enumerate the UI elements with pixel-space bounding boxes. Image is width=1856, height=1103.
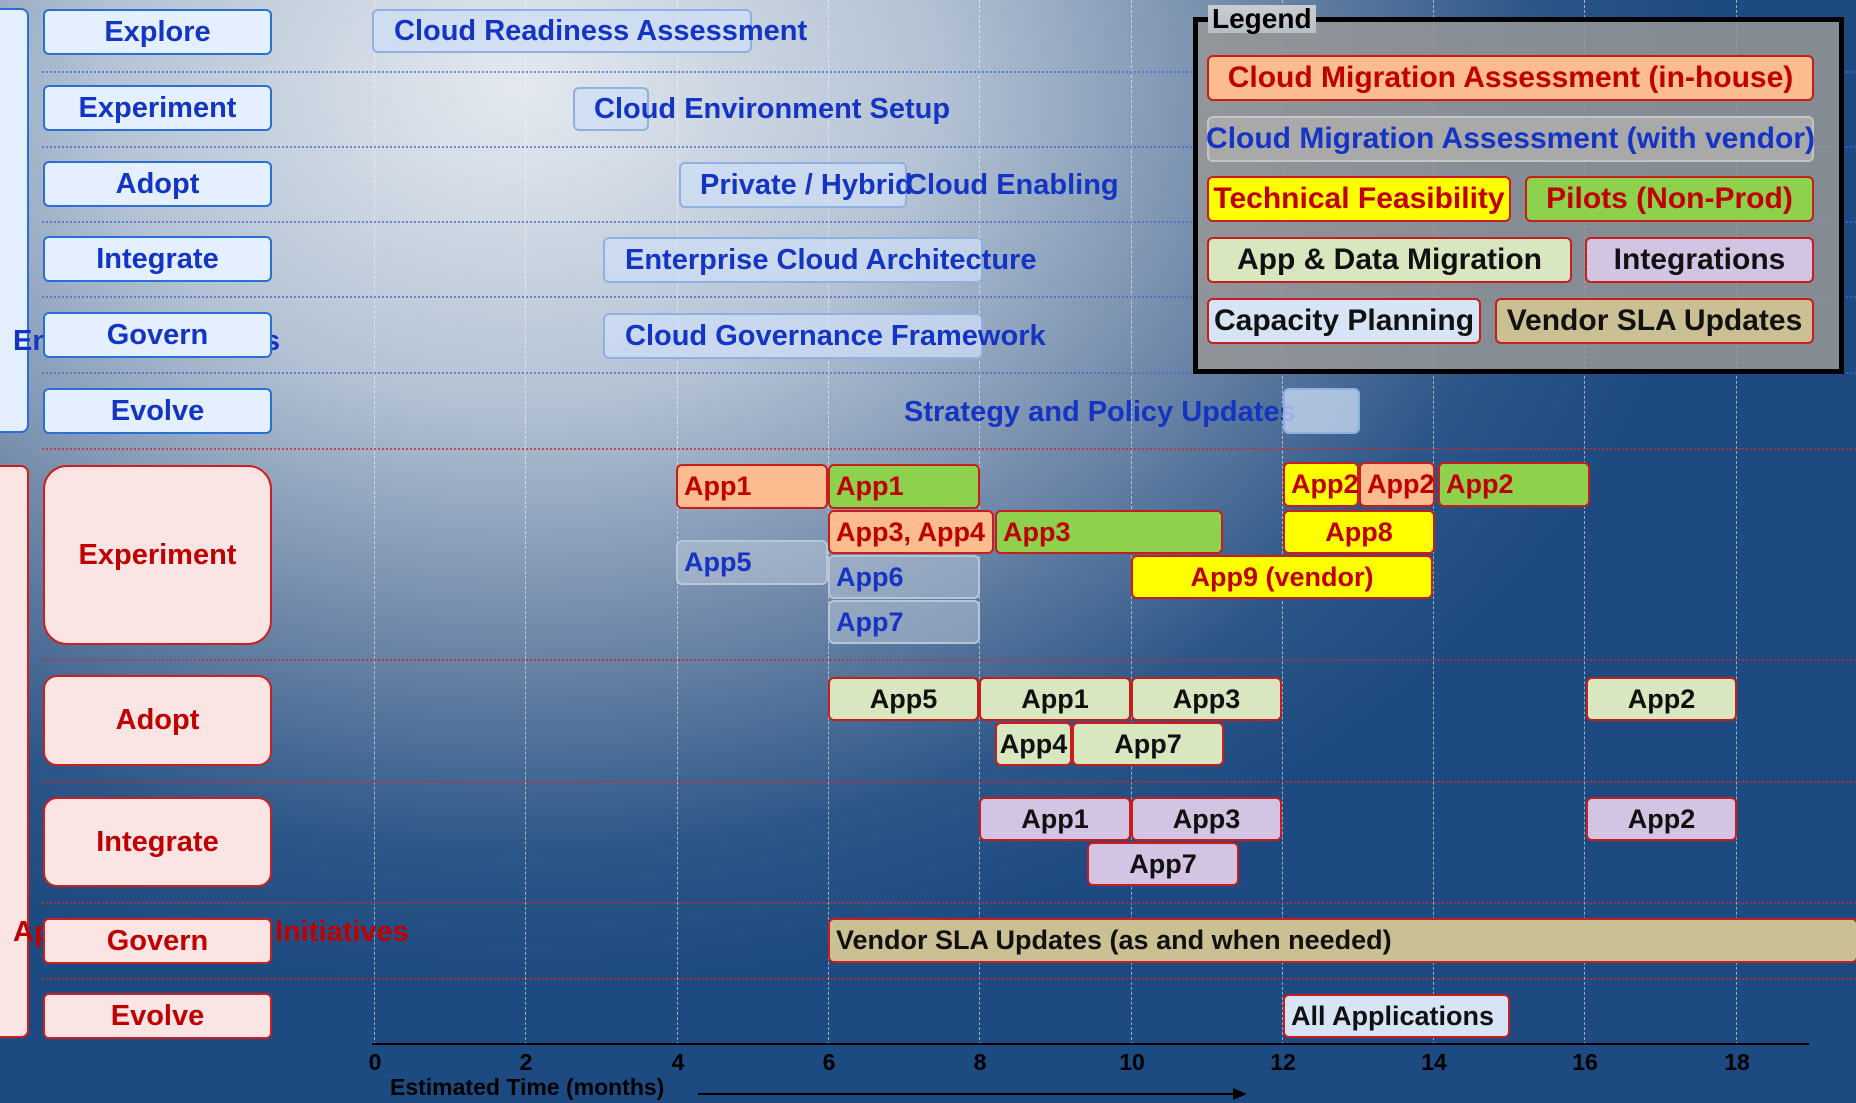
category-evolve: Evolve — [43, 388, 272, 434]
bar-exp-app5-vendor-assessment: App5 — [676, 540, 828, 585]
bar-exp-app2-pilot: App2 — [1438, 462, 1590, 507]
category-adopt: Adopt — [43, 161, 272, 207]
time-arrow — [698, 1088, 1247, 1100]
bar-exp-app2-assessment: App2 — [1359, 462, 1435, 507]
tick-label: 12 — [1270, 1049, 1296, 1075]
category-app-experiment: Experiment — [43, 465, 272, 645]
category-app-adopt: Adopt — [43, 675, 272, 766]
gridline-4 — [677, 0, 678, 1045]
group-label-initiatives: Initiatives — [275, 916, 409, 948]
bar-exp-app2-feasibility: App2 — [1283, 462, 1359, 507]
row-separator — [42, 71, 1856, 73]
bar-exp-app6-vendor-assessment: App6 — [828, 555, 980, 599]
tick-label: 6 — [822, 1049, 836, 1075]
bar-exp-app1-pilot: App1 — [828, 464, 980, 509]
legend-technical-feasibility: Technical Feasibility — [1207, 176, 1511, 222]
tick-label: 10 — [1119, 1049, 1145, 1075]
row-separator — [42, 372, 1856, 374]
text-cloud-environment-setup: Cloud Environment Setup — [594, 93, 951, 125]
bar-enterprise-cloud-architecture — [603, 237, 983, 283]
bar-integrate-app1: App1 — [979, 797, 1131, 841]
x-axis-title: Estimated Time (months) — [390, 1074, 665, 1100]
gridline-2 — [525, 0, 526, 1045]
bar-adopt-app4: App4 — [995, 722, 1072, 766]
gridline-18 — [1736, 0, 1737, 1045]
row-separator — [42, 221, 1856, 223]
bar-private-hybrid — [679, 162, 907, 208]
bar-integrate-app3: App3 — [1131, 797, 1282, 841]
category-integrate: Integrate — [43, 236, 272, 282]
group-bracket-application — [0, 465, 29, 1038]
category-app-evolve: Evolve — [43, 993, 272, 1039]
row-separator — [42, 659, 1856, 661]
bar-adopt-app3: App3 — [1131, 677, 1282, 721]
legend-app-data-migration: App & Data Migration — [1207, 237, 1572, 283]
gridline-16 — [1584, 0, 1585, 1045]
bar-exp-app3-pilot: App3 — [995, 510, 1223, 554]
bar-cloud-governance-framework — [603, 313, 983, 359]
bar-exp-app34-assessment: App3, App4 — [828, 510, 994, 554]
bar-exp-app1-assessment: App1 — [676, 464, 828, 509]
bar-exp-app9-feasibility: App9 (vendor) — [1131, 555, 1433, 599]
legend-vendor-sla-updates: Vendor SLA Updates — [1495, 298, 1814, 344]
tick-label: 4 — [671, 1049, 685, 1075]
bar-adopt-app5: App5 — [828, 677, 979, 721]
tick-label: 2 — [519, 1049, 533, 1075]
bar-all-applications: All Applications — [1283, 994, 1510, 1038]
text-cloud-enabling: Cloud Enabling — [906, 169, 1119, 201]
legend-assessment-inhouse: Cloud Migration Assessment (in-house) — [1207, 55, 1814, 101]
bar-exp-app8-feasibility: App8 — [1283, 510, 1435, 554]
gridline-0 — [374, 0, 375, 1045]
row-separator — [42, 902, 1856, 904]
category-app-govern: Govern — [43, 918, 272, 964]
gridline-12 — [1282, 0, 1283, 1045]
row-separator — [42, 296, 1856, 298]
legend-integrations: Integrations — [1585, 237, 1814, 283]
tick-label: 18 — [1724, 1049, 1750, 1075]
legend-pilots: Pilots (Non-Prod) — [1525, 176, 1814, 222]
bar-cloud-environment-setup — [573, 87, 649, 131]
tick-label: 14 — [1421, 1049, 1447, 1075]
legend-title: Legend — [1208, 5, 1316, 33]
text-enterprise-cloud-architecture: Enterprise Cloud Architecture — [625, 244, 1037, 276]
row-separator — [42, 146, 1856, 148]
text-cloud-readiness-assessment: Cloud Readiness Assessment — [394, 15, 808, 47]
tick-label: 0 — [368, 1049, 382, 1075]
group-bracket-enterprise — [0, 8, 29, 433]
text-private-hybrid: Private / Hybrid — [700, 169, 913, 201]
row-separator — [42, 781, 1856, 783]
bar-strategy-policy-updates — [1283, 388, 1360, 434]
text-cloud-governance-framework: Cloud Governance Framework — [625, 320, 1046, 352]
x-axis-line — [372, 1043, 1809, 1045]
bar-vendor-sla-updates: Vendor SLA Updates (as and when needed) — [828, 918, 1856, 963]
category-explore: Explore — [43, 9, 272, 55]
bar-integrate-app2: App2 — [1586, 797, 1737, 841]
bar-adopt-app2: App2 — [1586, 677, 1737, 721]
category-experiment: Experiment — [43, 85, 272, 131]
row-separator — [42, 448, 1856, 450]
legend-capacity-planning: Capacity Planning — [1207, 298, 1481, 344]
row-separator — [42, 978, 1856, 980]
bar-adopt-app7: App7 — [1072, 722, 1224, 766]
tick-label: 16 — [1572, 1049, 1598, 1075]
tick-label: 8 — [973, 1049, 987, 1075]
category-app-integrate: Integrate — [43, 797, 272, 887]
bar-integrate-app7: App7 — [1087, 842, 1239, 886]
bar-adopt-app1: App1 — [979, 677, 1131, 721]
text-strategy-policy-updates: Strategy and Policy Updates — [904, 396, 1296, 428]
legend-assessment-vendor: Cloud Migration Assessment (with vendor) — [1206, 116, 1815, 162]
bar-cloud-readiness-assessment — [372, 9, 752, 53]
bar-exp-app7-vendor-assessment: App7 — [828, 600, 980, 644]
category-govern: Govern — [43, 312, 272, 358]
